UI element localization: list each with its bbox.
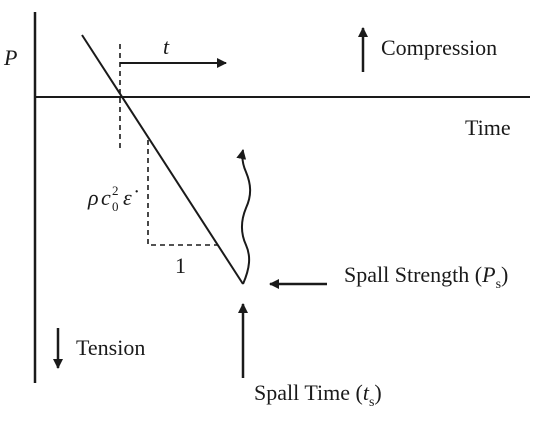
svg-text:ε̇: ε̇	[123, 185, 139, 210]
spall-strength-label: Spall Strength (Ps)	[344, 262, 508, 292]
unit-run-label: 1	[175, 253, 186, 278]
spall-time-label: Spall Time (ts)	[254, 380, 382, 410]
x-axis-label: Time	[465, 115, 511, 140]
pressure-release-line	[81, 34, 244, 285]
svg-text:2: 2	[112, 183, 119, 198]
spall-recovery-signal	[236, 149, 252, 285]
compression-label: Compression	[381, 35, 497, 60]
slope-label: ρ c 2 0 ε̇	[87, 183, 139, 214]
svg-text:ρ: ρ	[87, 185, 99, 210]
y-axis-label: P	[3, 45, 17, 70]
svg-text:0: 0	[112, 199, 119, 214]
tension-label: Tension	[76, 335, 145, 360]
svg-text:c: c	[101, 185, 111, 210]
time-offset-label: t	[163, 34, 170, 59]
